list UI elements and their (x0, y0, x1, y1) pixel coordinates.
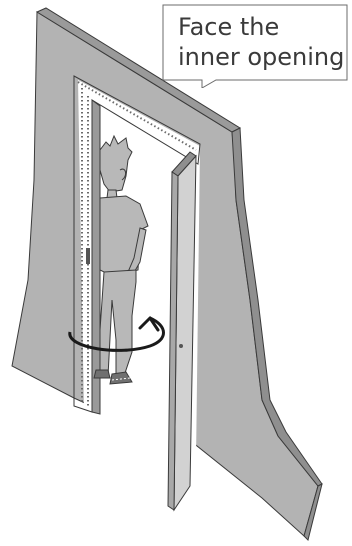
hinge (86, 248, 90, 264)
callout-text: Face the inner opening (178, 12, 346, 72)
door-jamb (92, 100, 100, 414)
speech-bubble-icon: Face the inner opening (162, 4, 348, 88)
door-handle (179, 344, 183, 348)
